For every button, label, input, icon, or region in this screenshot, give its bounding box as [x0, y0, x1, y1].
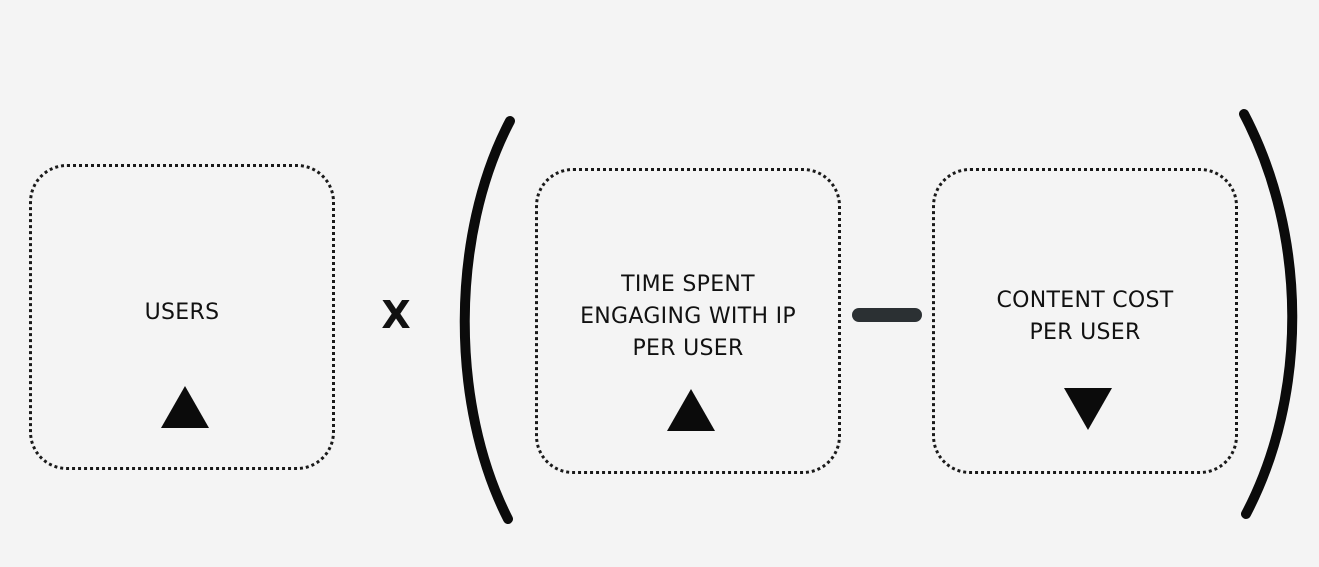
triangle-down-icon [1064, 388, 1112, 430]
users-box: USERS [29, 164, 335, 470]
left-parenthesis-icon [459, 116, 515, 524]
triangle-up-icon [161, 386, 209, 428]
right-parenthesis-icon [1239, 109, 1298, 519]
users-label: USERS [144, 300, 220, 325]
time-spent-box: TIME SPENT ENGAGING WITH IP PER USER [535, 168, 841, 474]
triangle-up-icon [667, 389, 715, 431]
time-spent-label: TIME SPENT ENGAGING WITH IP PER USER [580, 272, 796, 361]
multiply-operator: X [381, 293, 411, 337]
minus-icon [852, 308, 922, 322]
content-cost-box: CONTENT COST PER USER [932, 168, 1238, 474]
content-cost-label: CONTENT COST PER USER [996, 288, 1174, 345]
